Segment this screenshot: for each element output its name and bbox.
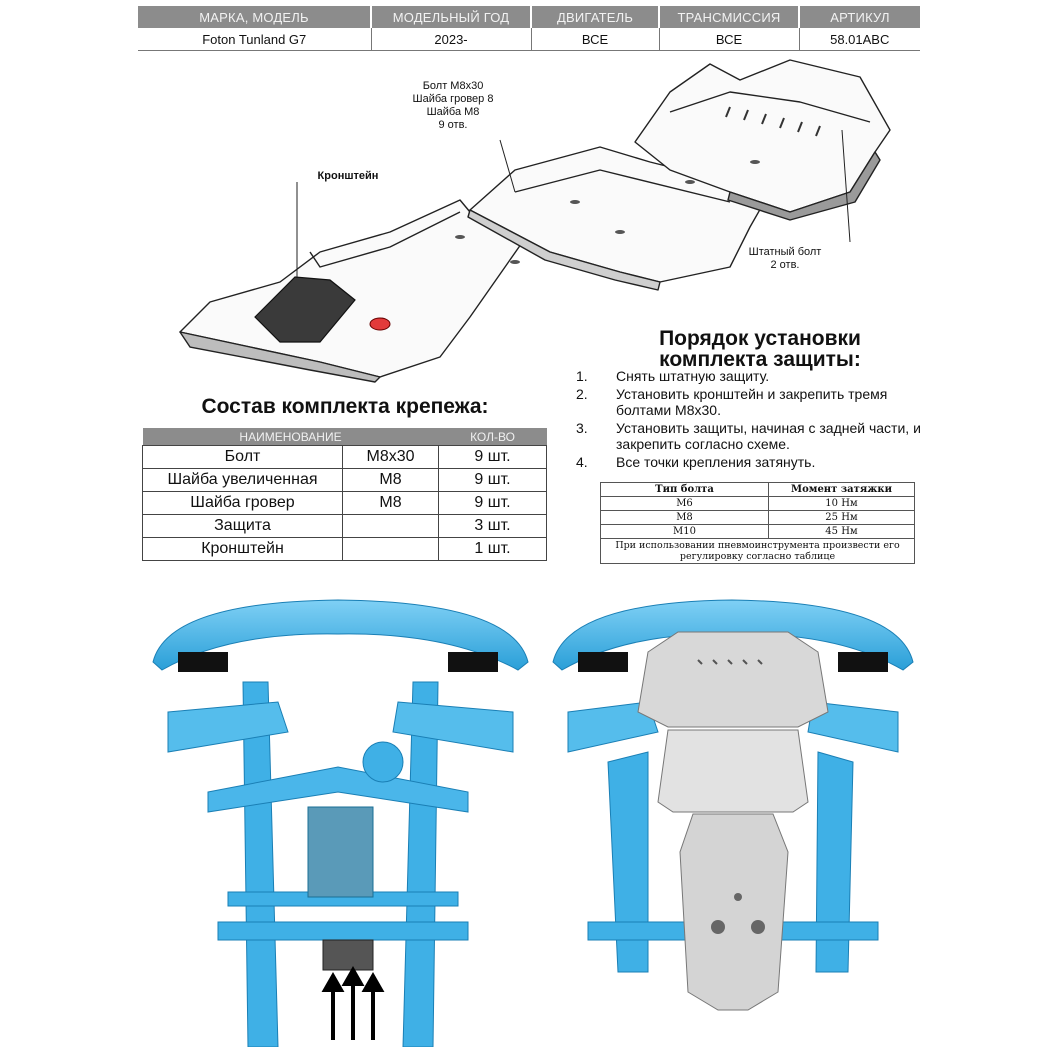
table-row: Шайба гровер М8 9 шт. [142, 491, 548, 515]
step-text: Все точки крепления затянуть. [616, 454, 816, 470]
table-row: Болт М8х30 9 шт. [142, 445, 548, 469]
stock-bolt-line2: 2 отв. [770, 259, 800, 271]
kit-header-name: НАИМЕНОВАНИЕ [142, 428, 439, 446]
skid-plate-exploded-drawing [179, 59, 891, 383]
spec-header-engine: ДВИГАТЕЛЬ [531, 6, 660, 28]
torque-value: 10 Нм [768, 496, 915, 511]
kit-item-name: Шайба увеличенная [142, 468, 343, 492]
middle-plate-installed [657, 729, 809, 813]
kit-item-name: Шайба гровер [142, 491, 343, 515]
rear-plate-installed [679, 813, 789, 1011]
spec-year: 2023- [371, 28, 532, 51]
step-text: Установить защиты, начиная с задней част… [616, 420, 921, 452]
kit-item-size [341, 537, 440, 561]
spec-header-row: МАРКА, МОДЕЛЬ МОДЕЛЬНЫЙ ГОД ДВИГАТЕЛЬ ТР… [138, 6, 920, 28]
step-number: 2. [576, 386, 588, 402]
stock-bolt-line1: Штатный болт [748, 246, 822, 258]
table-row: М8 25 Нм [600, 510, 915, 525]
front-plate-installed [637, 631, 829, 728]
bracket-mounted [322, 939, 374, 971]
step-number: 4. [576, 454, 588, 470]
kit-item-size: М8 [341, 468, 440, 492]
torque-header-row: Тип болта Момент затяжки [600, 482, 915, 497]
torque-bolt: М8 [600, 510, 769, 525]
torque-value: 25 Нм [768, 510, 915, 525]
table-row: Кронштейн 1 шт. [142, 537, 548, 561]
kit-item-qty: 9 шт. [438, 445, 548, 469]
table-row: Шайба увеличенная М8 9 шт. [142, 468, 548, 492]
step-number: 3. [576, 420, 588, 436]
kit-item-size [341, 514, 440, 538]
kit-item-qty: 9 шт. [438, 468, 548, 492]
torque-bolt: М10 [600, 524, 769, 539]
torque-header-type: Тип болта [600, 482, 769, 497]
kit-item-qty: 3 шт. [438, 514, 548, 538]
step-number: 1. [576, 368, 588, 384]
install-title-line1: Порядок установки [659, 327, 861, 350]
spec-header-year: МОДЕЛЬНЫЙ ГОД [371, 6, 532, 28]
bolt-callout: Болт М8х30 Шайба гровер 8 Шайба М8 9 отв… [398, 80, 508, 132]
table-row: М10 45 Нм [600, 524, 915, 539]
list-item: 3. Установить защиты, начиная с задней ча… [570, 420, 930, 452]
torque-header-moment: Момент затяжки [768, 482, 915, 497]
kit-header-row: НАИМЕНОВАНИЕ КОЛ-ВО [142, 428, 547, 446]
spec-data-row: Foton Tunland G7 2023- ВСЕ ВСЕ 58.01ABC [138, 28, 920, 51]
bolt-callout-line3: Шайба М8 [426, 106, 480, 118]
kit-item-name: Кронштейн [142, 537, 343, 561]
bolt-callout-line2: Шайба гровер 8 [412, 93, 494, 105]
torque-value: 45 Нм [768, 524, 915, 539]
list-item: 4. Все точки крепления затянуть. [570, 454, 930, 470]
kit-item-qty: 1 шт. [438, 537, 548, 561]
spec-header-article: АРТИКУЛ [799, 6, 920, 28]
spec-engine: ВСЕ [531, 28, 660, 51]
bracket-part [254, 276, 356, 343]
spec-header-transmission: ТРАНСМИССИЯ [659, 6, 800, 28]
kit-header-qty: КОЛ-ВО [438, 428, 547, 446]
kit-item-size: М8 [341, 491, 440, 515]
torque-table: Тип болта Момент затяжки М6 10 Нм М8 25 … [600, 482, 915, 564]
spec-header-model: МАРКА, МОДЕЛЬ [138, 6, 372, 28]
spec-transmission: ВСЕ [659, 28, 800, 51]
list-item: 1. Снять штатную защиту. [570, 368, 930, 384]
table-row: Защита 3 шт. [142, 514, 548, 538]
torque-bolt: М6 [600, 496, 769, 511]
kit-item-name: Защита [142, 514, 343, 538]
chassis-before-image [152, 599, 529, 1047]
kit-item-qty: 9 шт. [438, 491, 548, 515]
stock-bolt-callout: Штатный болт 2 отв. [735, 246, 835, 272]
install-title-line2: комплекта защиты: [659, 348, 861, 371]
kit-item-name: Болт [142, 445, 343, 469]
kit-item-size: М8х30 [341, 445, 440, 469]
list-item: 2. Установить кронштейн и закрепить тремя… [570, 386, 930, 418]
spec-article: 58.01ABC [799, 28, 920, 51]
bolt-callout-line1: Болт М8х30 [422, 80, 484, 92]
table-row: М6 10 Нм [600, 496, 915, 511]
install-steps: 1. Снять штатную защиту. 2. Установить кро… [570, 368, 930, 472]
kit-title: Состав комплекта крепежа: [201, 395, 489, 418]
torque-note-row: При использовании пневмоинструмента прои… [600, 538, 915, 564]
chassis-after-image [552, 599, 914, 1011]
step-text: Снять штатную защиту. [616, 368, 770, 384]
kit-table: НАИМЕНОВАНИЕ КОЛ-ВО Болт М8х30 9 шт. Шай… [142, 428, 548, 561]
install-title: Порядок установки комплекта защиты: [600, 328, 920, 370]
bracket-callout: Кронштейн [317, 170, 379, 182]
spec-table: МАРКА, МОДЕЛЬ МОДЕЛЬНЫЙ ГОД ДВИГАТЕЛЬ ТР… [138, 6, 920, 51]
drain-plug-mark [369, 317, 391, 331]
bolt-callout-line4: 9 отв. [438, 119, 468, 131]
step-text: Установить кронштейн и закрепить тремя б… [616, 386, 888, 418]
torque-note: При использовании пневмоинструмента прои… [600, 538, 915, 564]
spec-model: Foton Tunland G7 [138, 28, 372, 51]
